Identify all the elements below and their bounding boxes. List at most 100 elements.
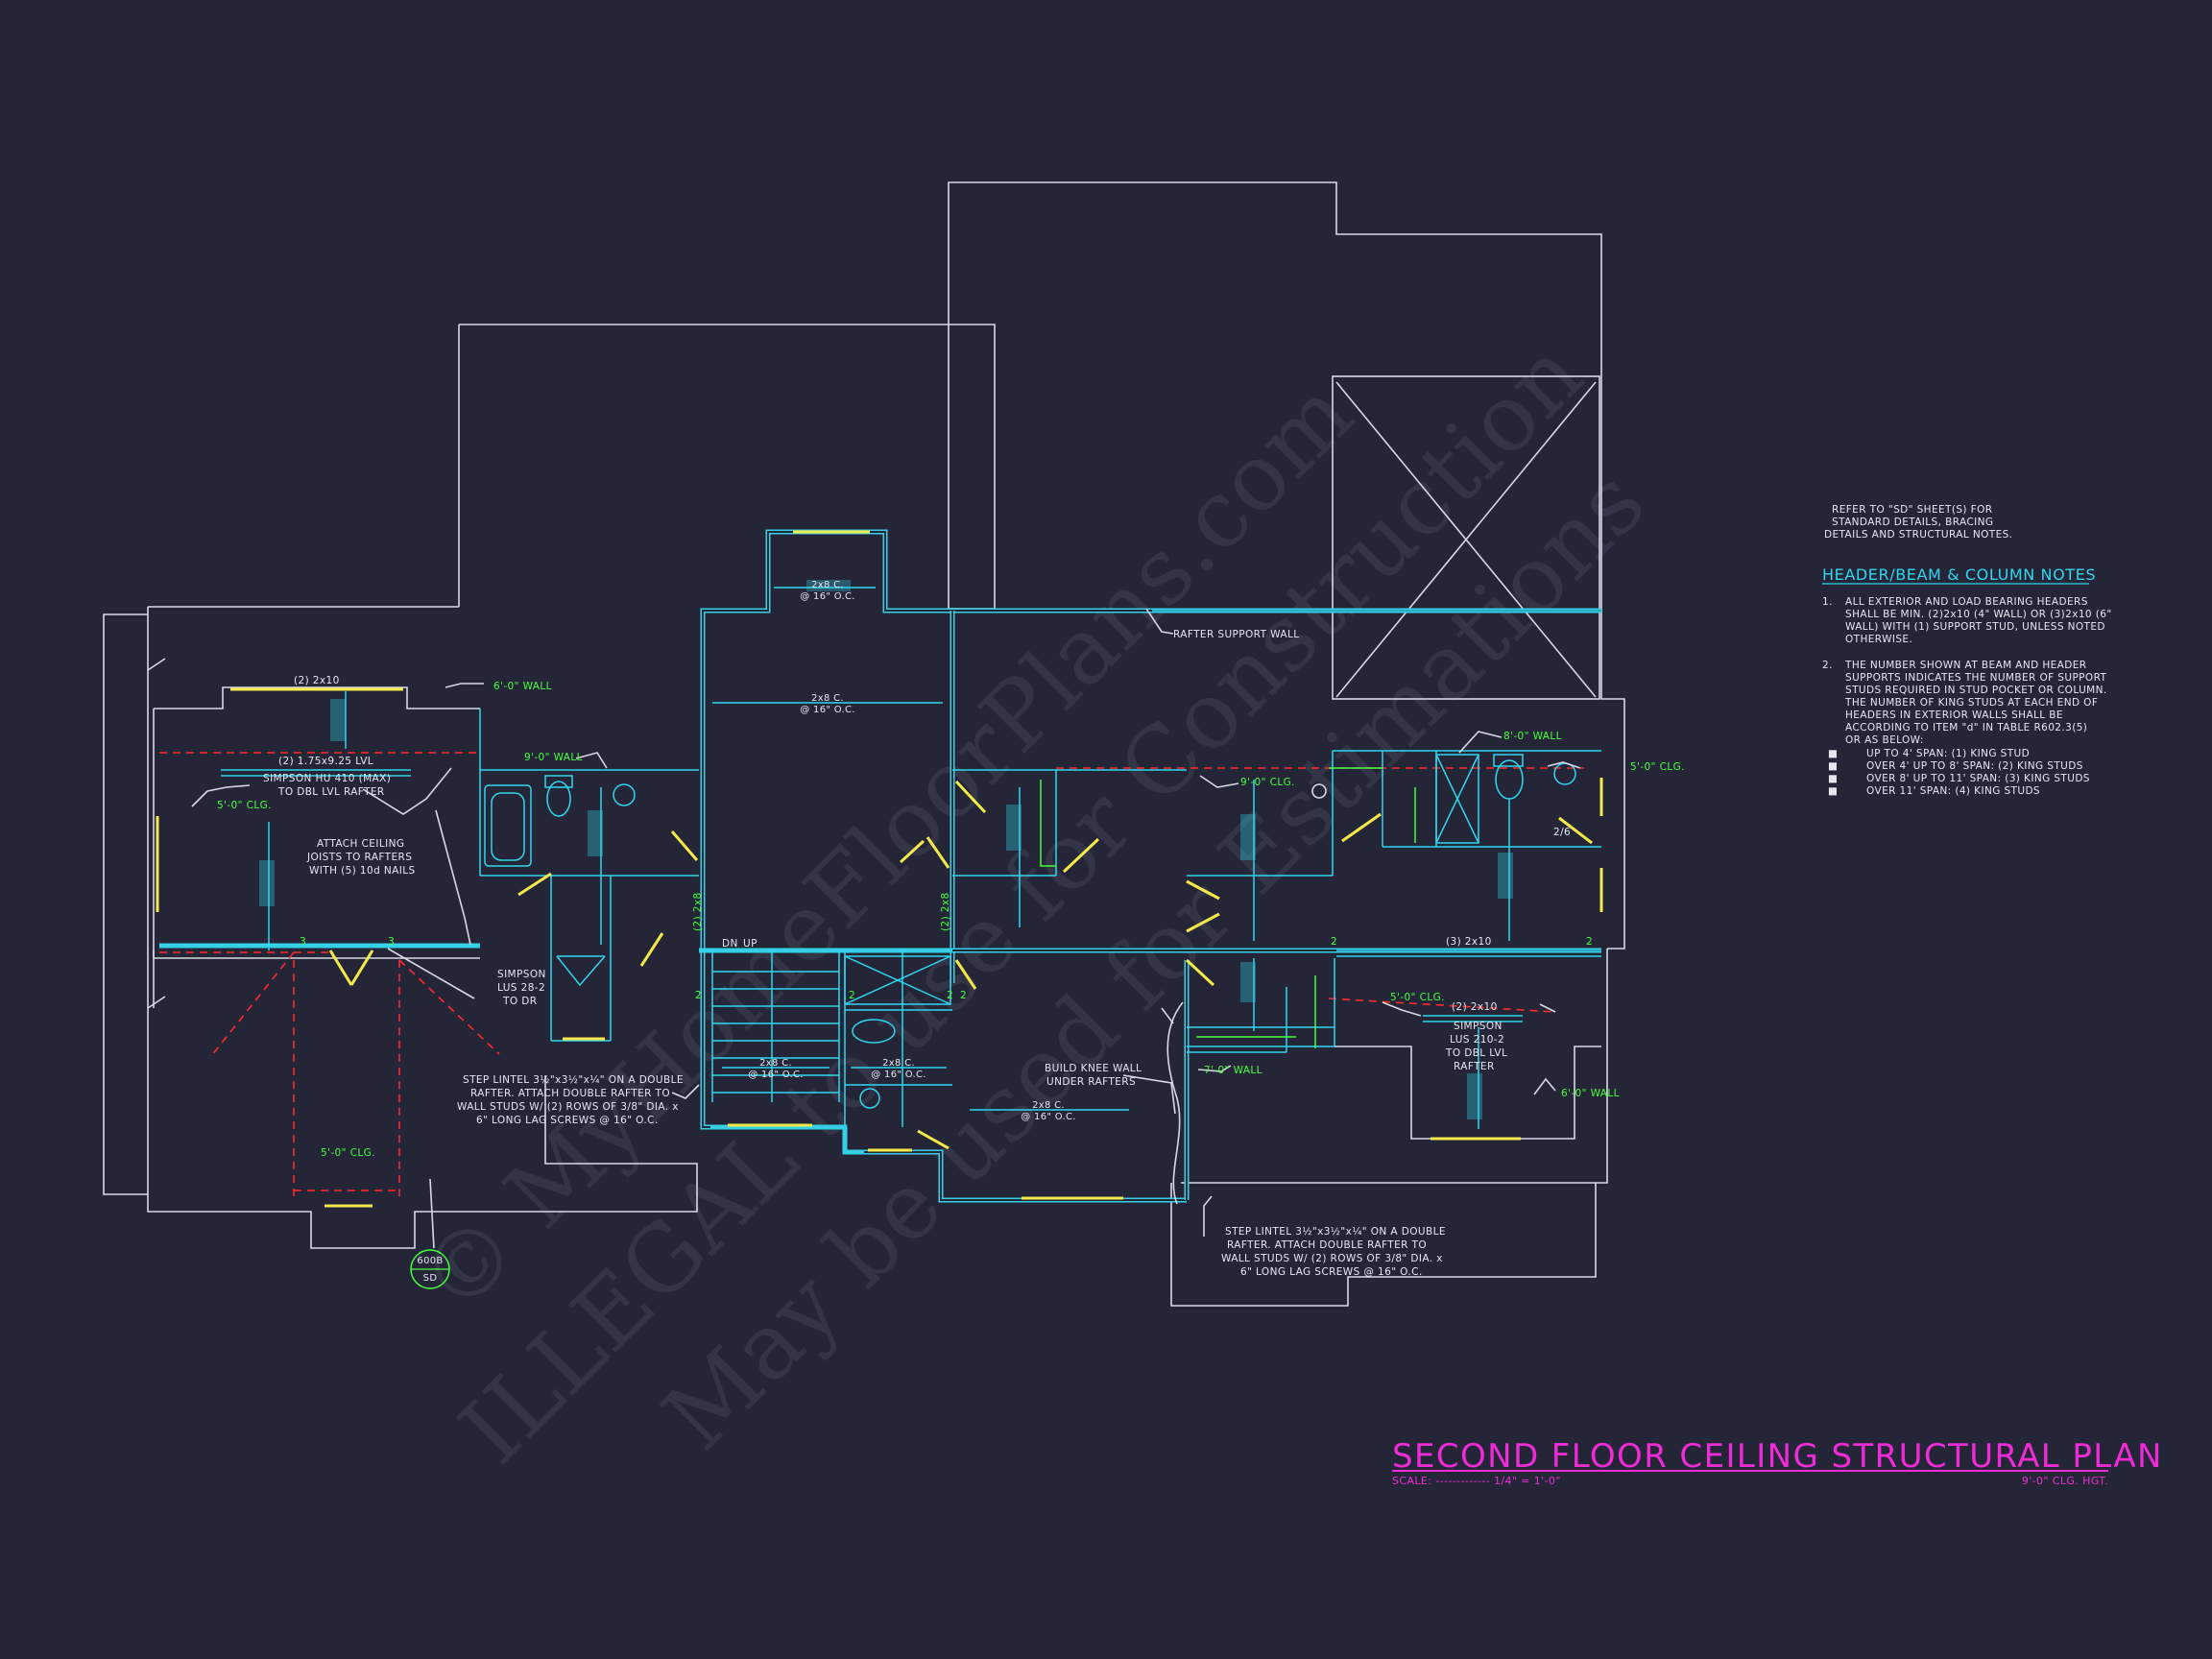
simpson-lus28-line1: SIMPSON [497,969,546,980]
stair-dn-label: DN [722,938,738,950]
simpson-lus28-line3: TO DR [502,996,537,1007]
step-lintel-left-line1: STEP LINTEL 3½"x3½"x¼" ON A DOUBLE [463,1074,684,1086]
stairs: DN UP [711,938,840,1102]
left-lvl-label: (2) 1.75x9.25 LVL [278,756,373,767]
header-beam-notes: REFER TO "SD" SHEET(S) FOR STANDARD DETA… [1822,504,2112,797]
joist-mid-spacing: @ 16" O.C. [800,705,855,715]
joist-bottom-size: 2x8 C. [1032,1100,1065,1111]
note-2-line3: STUDS REQUIRED IN STUD POCKET OR COLUMN. [1845,685,2107,696]
clg-5-right2-label: 5'-0" CLG. [1390,992,1445,1003]
joist-stair-left-size: 2x8 C. [759,1058,792,1069]
attach-ceiling-line2: JOISTS TO RAFTERS [306,852,412,863]
wall-8-right-label: 8'-0" WALL [1503,731,1562,742]
joist-top-size: 2x8 C. [811,580,844,590]
bullet-1: ■ [1828,748,1838,759]
simpson-lus210-line3: TO DBL LVL [1445,1047,1507,1059]
span-rule-3: OVER 8' UP TO 11' SPAN: (3) KING STUDS [1866,773,2090,784]
drawing-title: SECOND FLOOR CEILING STRUCTURAL PLAN [1392,1437,2163,1476]
span-rule-4: OVER 11' SPAN: (4) KING STUDS [1866,785,2040,797]
attach-ceiling-line1: ATTACH CEILING [317,838,404,850]
refer-note-line2: STANDARD DETAILS, BRACING [1832,517,1993,528]
joist-stair-right-spacing: @ 16" O.C. [871,1070,926,1080]
clg-9-right-label: 9'-0" CLG. [1240,777,1295,788]
build-knee-line1: BUILD KNEE WALL [1045,1063,1142,1074]
right-2x10-label: (2) 2x10 [1452,1001,1498,1013]
simpson-hu-line1: SIMPSON HU 410 (MAX) [263,773,391,784]
support-2-6: 2/6 [1553,827,1571,838]
span-rule-1: UP TO 4' SPAN: (1) KING STUD [1866,748,2030,759]
joist-mid-size: 2x8 C. [811,693,844,704]
clg-5-bottom-label: 5'-0" CLG. [321,1147,375,1159]
bullet-3: ■ [1828,773,1838,784]
bullet-2: ■ [1828,760,1838,772]
interior-walls [159,529,1601,1203]
drawing-scale: SCALE: ------------- 1/4" = 1'-0" [1392,1475,1561,1487]
note-2-line4: THE NUMBER OF KING STUDS AT EACH END OF [1844,697,2098,709]
support-2a: 2 [1331,936,1337,948]
simpson-hu-line2: TO DBL LVL RAFTER [277,786,385,798]
step-lintel-left-line3: WALL STUDS W/ (2) ROWS OF 3/8" DIA. x [457,1101,679,1113]
support-2e: 2 [947,990,953,1001]
step-lintel-right-line3: WALL STUDS W/ (2) ROWS OF 3/8" DIA. x [1221,1253,1443,1264]
note-2-line2: SUPPORTS INDICATES THE NUMBER OF SUPPORT [1845,672,2107,684]
clg-5-left-label: 5'-0" CLG. [217,800,272,811]
detail-number: 600B [417,1256,443,1266]
note-1-line4: OTHERWISE. [1845,634,1912,645]
right-3x10-label: (3) 2x10 [1446,936,1492,948]
refer-note-line1: REFER TO "SD" SHEET(S) FOR [1832,504,1992,516]
note-2-line1: THE NUMBER SHOWN AT BEAM AND HEADER [1844,660,2086,671]
note-2-number: 2. [1822,660,1833,671]
joist-callouts: 2x8 C. @ 16" O.C. 2x8 C. @ 16" O.C. 2x8 … [259,580,1513,1129]
doors [156,530,1603,1208]
detail-section-marker[interactable]: 600B SD [410,1249,450,1289]
support-2f: 2 [960,990,967,1001]
roof-outline [103,181,1625,1307]
simpson-lus28-line2: LUS 28-2 [497,982,545,994]
stair-up-label: UP [743,938,757,950]
step-lintel-right-line2: RAFTER. ATTACH DOUBLE RAFTER TO [1227,1239,1427,1251]
joist-bottom-spacing: @ 16" O.C. [1021,1112,1076,1122]
support-3b: 3 [388,936,395,948]
attach-ceiling-line3: WITH (5) 10d NAILS [309,865,416,877]
watermark: © MyHomeFloorPlans.com ILLEGAL to use fo… [398,321,1665,1484]
note-2-line5: HEADERS IN EXTERIOR WALLS SHALL BE [1845,709,2063,721]
wall-7-right-label: 7'-0" WALL [1204,1065,1262,1076]
ceiling-height-note: 9'-0" CLG. HGT. [2022,1475,2108,1487]
note-1-line3: WALL) WITH (1) SUPPORT STUD, UNLESS NOTE… [1845,621,2105,633]
clg-5-right-label: 5'-0" CLG. [1630,761,1685,773]
joist-stair-right-size: 2x8 C. [882,1058,915,1069]
build-knee-line2: UNDER RAFTERS [1046,1076,1136,1088]
note-2-line7: OR AS BELOW: [1845,734,1924,746]
ceiling-break-lines [159,752,1584,1200]
span-rule-2: OVER 4' UP TO 8' SPAN: (2) KING STUDS [1866,760,2083,772]
note-1-line2: SHALL BE MIN. (2)2x10 (4" WALL) OR (3)2x… [1845,609,2112,620]
step-lintel-right-line4: 6" LONG LAG SCREWS @ 16" O.C. [1240,1266,1423,1278]
simpson-lus210-line1: SIMPSON [1454,1021,1503,1032]
drawing-title-block: SECOND FLOOR CEILING STRUCTURAL PLAN SCA… [1392,1437,2163,1487]
step-lintel-left-line2: RAFTER. ATTACH DOUBLE RAFTER TO [470,1088,670,1099]
refer-note-line3: DETAILS AND STRUCTURAL NOTES. [1824,529,2012,541]
stair-header-left-label: (2) 2x8 [692,892,704,931]
simpson-lus210-line2: LUS 210-2 [1450,1034,1504,1046]
step-lintel-right-line1: STEP LINTEL 3½"x3½"x¼" ON A DOUBLE [1225,1226,1446,1238]
step-lintel-left-line4: 6" LONG LAG SCREWS @ 16" O.C. [476,1115,659,1126]
support-2b: 2 [1586,936,1593,948]
wall-6-left-label: 6'-0" WALL [493,681,552,692]
detail-sheet: SD [423,1273,438,1284]
plan-labels: RAFTER SUPPORT WALL (2) 2x10 (2) 1.75x9.… [217,629,1685,1278]
wall-9-left-label: 9'-0" WALL [524,752,583,763]
left-header-label: (2) 2x10 [294,675,340,686]
rafter-support-wall-label: RAFTER SUPPORT WALL [1173,629,1299,640]
note-1-number: 1. [1822,596,1833,608]
support-2c: 2 [695,990,702,1001]
bullet-4: ■ [1828,785,1838,797]
stair-header-right-label: (2) 2x8 [940,892,951,931]
leader-lines [191,608,1581,1249]
notes-heading: HEADER/BEAM & COLUMN NOTES [1822,565,2096,584]
note-2-line6: ACCORDING TO ITEM "d" IN TABLE R602.3(5) [1845,722,2087,733]
simpson-lus210-line4: RAFTER [1454,1061,1495,1072]
note-1-line1: ALL EXTERIOR AND LOAD BEARING HEADERS [1845,596,2088,608]
partition-hatch [1040,767,1416,1048]
wall-6-right-label: 6'-0" WALL [1561,1088,1620,1099]
